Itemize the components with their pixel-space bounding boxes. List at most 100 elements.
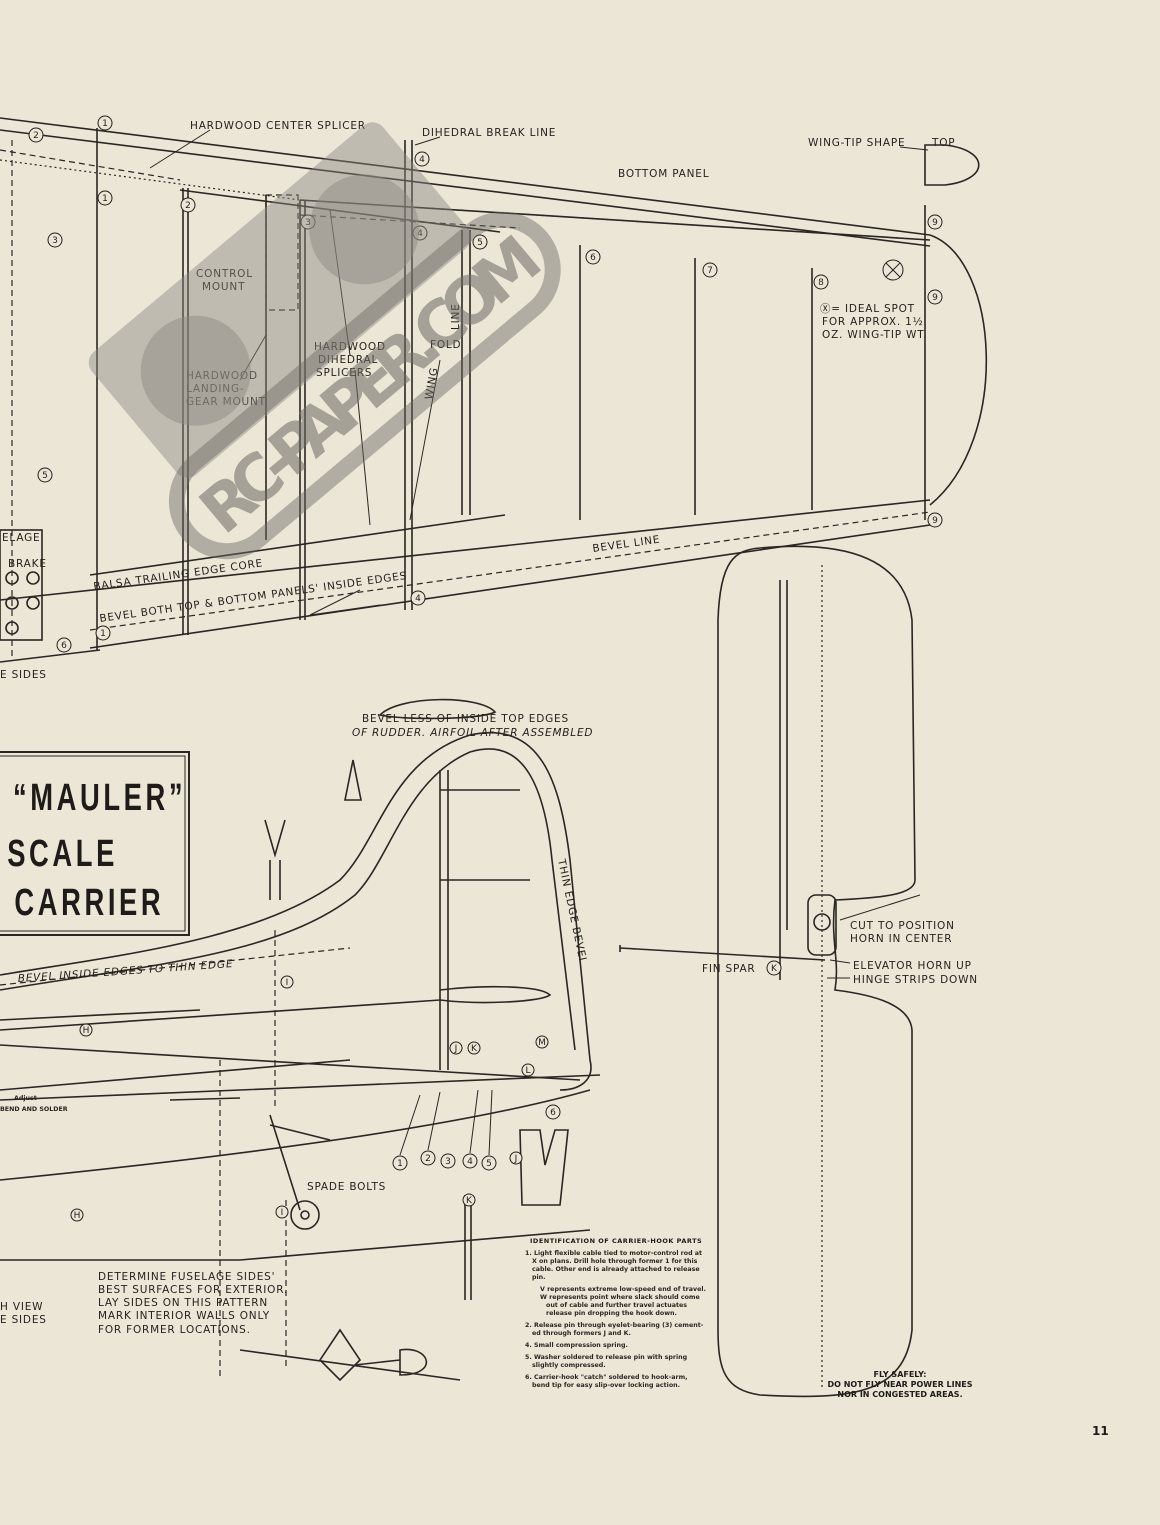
svg-text:release pin dropping the hook: release pin dropping the hook down. (546, 1310, 677, 1317)
svg-text:CARRIER: CARRIER (14, 882, 164, 924)
svg-text:HARDWOOD: HARDWOOD (186, 370, 258, 382)
svg-text:“MAULER”: “MAULER” (13, 777, 186, 819)
svg-text:BEVEL LINE: BEVEL LINE (592, 534, 661, 555)
svg-text:3: 3 (305, 218, 311, 228)
svg-text:1: 1 (102, 119, 108, 129)
svg-text:WING-TIP SHAPE: WING-TIP SHAPE (808, 137, 905, 149)
svg-text:TOP: TOP (931, 137, 955, 149)
svg-text:1. Light flexible cable tied t: 1. Light flexible cable tied to motor-co… (525, 1250, 702, 1257)
svg-text:5: 5 (42, 471, 48, 481)
svg-text:J: J (514, 1154, 518, 1164)
svg-text:ELAGE: ELAGE (2, 532, 41, 544)
svg-text:FLY SAFELY:: FLY SAFELY: (874, 1370, 927, 1379)
svg-text:Ⓧ= IDEAL SPOT: Ⓧ= IDEAL SPOT (820, 303, 915, 315)
svg-text:FIN SPAR: FIN SPAR (702, 963, 756, 975)
svg-text:E SIDES: E SIDES (0, 669, 47, 681)
stabilizer-labels: CUT TO POSITION HORN IN CENTER ELEVATOR … (702, 920, 978, 986)
svg-text:5: 5 (486, 1159, 492, 1169)
svg-text:H VIEW: H VIEW (0, 1301, 43, 1313)
svg-text:5. Washer soldered to release: 5. Washer soldered to release pin with s… (525, 1354, 687, 1361)
svg-text:BEVEL INSIDE EDGES TO THIN EDG: BEVEL INSIDE EDGES TO THIN EDGE (17, 958, 233, 985)
svg-text:LAY SIDES ON THIS PATTERN: LAY SIDES ON THIS PATTERN (98, 1297, 268, 1309)
svg-text:4. Small compression spring.: 4. Small compression spring. (525, 1342, 628, 1349)
svg-text:4: 4 (419, 155, 425, 165)
svg-text:2: 2 (425, 1154, 431, 1164)
svg-text:5: 5 (477, 238, 483, 248)
svg-text:I: I (286, 978, 289, 988)
svg-text:FOR APPROX. 1½: FOR APPROX. 1½ (822, 316, 924, 328)
svg-text:ed through formers J and K.: ed through formers J and K. (532, 1330, 631, 1337)
svg-text:SCALE: SCALE (7, 833, 118, 875)
svg-text:2. Release pin through eyelet-: 2. Release pin through eyelet-bearing (3… (525, 1322, 704, 1329)
svg-text:V represents extreme low-speed: V represents extreme low-speed end of tr… (540, 1286, 706, 1293)
svg-text:6. Carrier-hook "catch" solder: 6. Carrier-hook "catch" soldered to hook… (525, 1374, 688, 1381)
svg-text:LANDING-: LANDING- (186, 383, 245, 395)
svg-text:DETERMINE FUSELAGE SIDES': DETERMINE FUSELAGE SIDES' (98, 1271, 275, 1283)
svg-text:out of cable and further trave: out of cable and further travel actuates (546, 1302, 687, 1309)
svg-text:9: 9 (932, 218, 938, 228)
svg-text:HARDWOOD: HARDWOOD (314, 341, 386, 353)
svg-text:BEST SURFACES FOR EXTERIOR.: BEST SURFACES FOR EXTERIOR. (98, 1284, 288, 1296)
rudder-fuselage-side: 1 2 3 4 5 6 H H I I J J K K L M (0, 698, 601, 1382)
svg-text:FOR FORMER LOCATIONS.: FOR FORMER LOCATIONS. (98, 1324, 251, 1336)
svg-text:bend tip for easy slip-over lo: bend tip for easy slip-over locking acti… (532, 1382, 680, 1389)
svg-text:HINGE STRIPS DOWN: HINGE STRIPS DOWN (853, 974, 978, 986)
svg-text:BOTTOM PANEL: BOTTOM PANEL (618, 168, 709, 180)
svg-text:pin.: pin. (532, 1274, 546, 1281)
svg-text:2: 2 (185, 201, 191, 211)
fuselage-former-holes (0, 140, 43, 660)
svg-text:6: 6 (550, 1108, 556, 1118)
svg-text:6: 6 (590, 253, 596, 263)
title-box: “MAULER” SCALE CARRIER (0, 751, 190, 936)
svg-text:4: 4 (417, 229, 423, 239)
svg-text:OZ. WING-TIP WT.: OZ. WING-TIP WT. (822, 329, 927, 341)
svg-text:K: K (466, 1196, 473, 1206)
svg-text:9: 9 (932, 516, 938, 526)
svg-text:H: H (83, 1026, 90, 1036)
wing-labels: HARDWOOD CENTER SPLICER DIHEDRAL BREAK L… (0, 120, 955, 681)
svg-text:MARK INTERIOR WALLS ONLY: MARK INTERIOR WALLS ONLY (98, 1310, 270, 1322)
svg-text:LINE: LINE (450, 303, 462, 330)
svg-text:8: 8 (818, 278, 824, 288)
svg-text:MOUNT: MOUNT (202, 281, 245, 293)
svg-text:1: 1 (100, 629, 106, 639)
svg-text:K: K (771, 964, 778, 974)
svg-text:GEAR MOUNT: GEAR MOUNT (186, 396, 266, 408)
svg-text:M: M (538, 1038, 546, 1048)
svg-text:1: 1 (102, 194, 108, 204)
svg-text:slightly compressed.: slightly compressed. (532, 1362, 606, 1369)
svg-text:SPLICERS: SPLICERS (316, 367, 372, 379)
svg-text:L: L (525, 1066, 530, 1076)
svg-text:HORN IN CENTER: HORN IN CENTER (850, 933, 952, 945)
svg-text:2: 2 (33, 131, 39, 141)
page-number: 11 (1092, 1424, 1109, 1438)
svg-text:9: 9 (932, 293, 938, 303)
svg-text:NOR IN CONGESTED AREAS.: NOR IN CONGESTED AREAS. (837, 1390, 962, 1399)
svg-text:cable. Other end is already at: cable. Other end is already attached to … (532, 1266, 700, 1273)
stabilizer-elevator (619, 545, 921, 1398)
svg-text:4: 4 (415, 594, 421, 604)
wing-plan (0, 117, 988, 663)
svg-text:3: 3 (445, 1157, 451, 1167)
svg-text:3: 3 (52, 236, 58, 246)
rib-number-markers: 1 2 1 2 3 3 4 4 5 6 7 8 9 9 5 9 4 1 6 (28, 115, 943, 653)
wingtip-shape (924, 144, 980, 186)
svg-text:H: H (74, 1211, 81, 1221)
svg-text:6: 6 (61, 641, 67, 651)
svg-text:DO NOT FLY NEAR POWER LINES: DO NOT FLY NEAR POWER LINES (827, 1380, 972, 1389)
svg-text:DIHEDRAL BREAK LINE: DIHEDRAL BREAK LINE (422, 127, 556, 139)
svg-text:DIHEDRAL: DIHEDRAL (318, 354, 378, 366)
svg-text:E SIDES: E SIDES (0, 1314, 47, 1326)
svg-text:Adjust: Adjust (14, 1095, 37, 1102)
svg-text:7: 7 (707, 266, 713, 276)
svg-text:IDENTIFICATION OF CARRIER-HOOK: IDENTIFICATION OF CARRIER-HOOK PARTS (530, 1237, 702, 1245)
svg-text:HARDWOOD CENTER SPLICER: HARDWOOD CENTER SPLICER (190, 120, 366, 132)
svg-text:W represents point where slack: W represents point where slack should co… (540, 1294, 700, 1301)
svg-text:4: 4 (467, 1157, 473, 1167)
svg-text:BEND AND SOLDER: BEND AND SOLDER (0, 1106, 68, 1113)
wing-ribs (96, 128, 926, 650)
safety-notice: FLY SAFELY: DO NOT FLY NEAR POWER LINES … (827, 1370, 972, 1399)
svg-text:WING: WING (423, 366, 440, 400)
svg-text:CONTROL: CONTROL (196, 268, 253, 280)
